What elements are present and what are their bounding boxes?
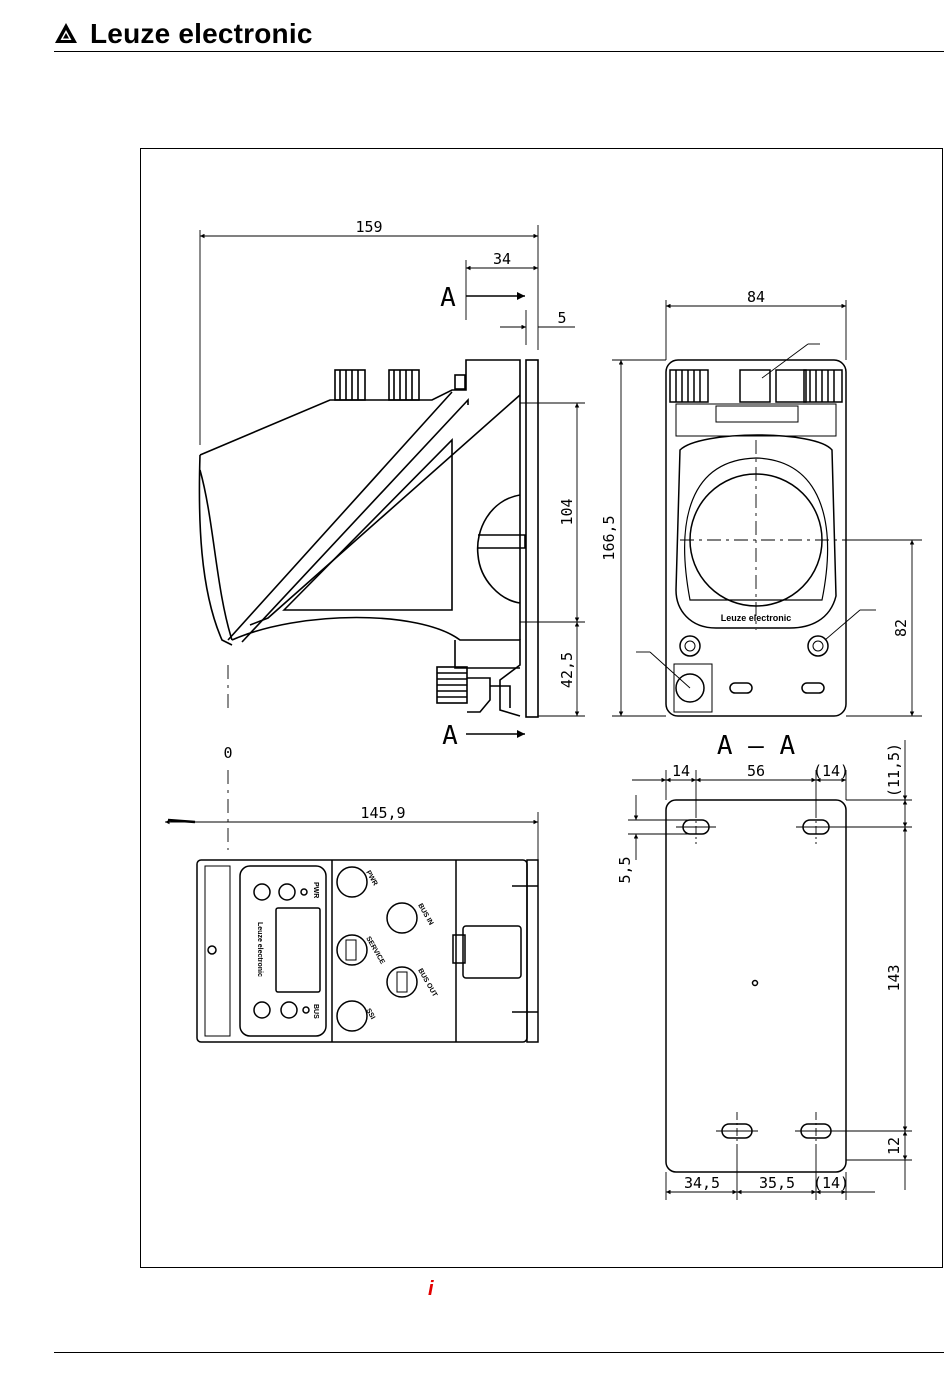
dim-14-right: (14) (813, 762, 849, 780)
bus-led-label: BUS (312, 1004, 319, 1019)
dim-12: 12 (885, 1137, 903, 1155)
dim-143: 143 (885, 964, 903, 991)
dim-35-5: 35,5 (759, 1174, 795, 1192)
dim-34-5: 34,5 (684, 1174, 720, 1192)
dim-82: 82 (892, 619, 910, 637)
side-view (199, 360, 538, 717)
dim-42-5: 42,5 (558, 652, 576, 688)
panel-logo-text: Leuze electronic (256, 922, 263, 977)
dim-11-5: (11,5) (885, 743, 903, 797)
section-title: A – A (717, 731, 796, 761)
section-marker-bottom: A (442, 721, 458, 751)
info-icon: i (428, 1278, 434, 1301)
pwr-led-label: PWR (312, 882, 319, 898)
dim-104: 104 (558, 498, 576, 525)
dim-145-9: 145,9 (360, 804, 405, 822)
bus-in-label: BUS IN (416, 903, 434, 927)
dim-56: 56 (747, 762, 765, 780)
bus-out-label: BUS OUT (416, 968, 438, 999)
front-logo-text: Leuze electronic (721, 613, 792, 623)
section-marker-top: A (440, 283, 456, 313)
dim-14-left: 14 (672, 762, 690, 780)
dim-34: 34 (493, 250, 511, 268)
dim-159: 159 (355, 218, 382, 236)
footer-rule (54, 1352, 944, 1353)
dim-14-bottom: (14) (813, 1174, 849, 1192)
dim-166-5: 166,5 (600, 515, 618, 560)
front-view (666, 360, 846, 716)
section-view (666, 800, 846, 1172)
section-dimensions (628, 740, 912, 1200)
side-dimensions (200, 225, 585, 850)
dim-84: 84 (747, 288, 765, 306)
dim-5-5: 5,5 (616, 856, 634, 883)
bottom-dimensions (165, 812, 538, 860)
dim-5: 5 (557, 309, 566, 327)
dim-zero: 0 (223, 744, 232, 762)
front-dimensions (612, 300, 922, 716)
